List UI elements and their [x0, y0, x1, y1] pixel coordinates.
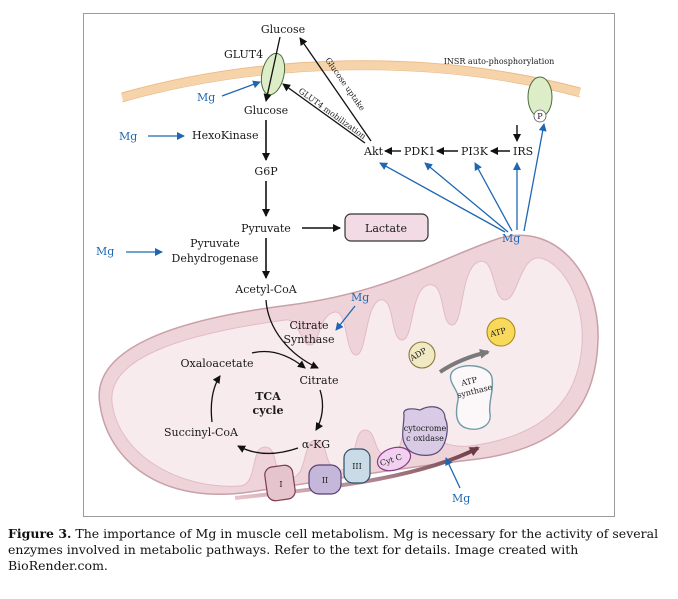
mg-to-cytochrome-oxidase-arrow [445, 457, 461, 489]
mg-to-pi3k-arrow [474, 162, 513, 232]
g6p-label: G6P [254, 165, 278, 178]
atp-label: ATP [488, 326, 507, 339]
atp-synthase [449, 365, 494, 430]
caption-figure-label: Figure 3. [8, 526, 72, 541]
insulin-receptor [527, 76, 553, 123]
tca-cycle-title-line2: cycle [253, 404, 284, 417]
complex-ii [308, 464, 342, 495]
mg-label-pdh: Mg [96, 245, 114, 258]
pdh-label-line2: Dehydrogenase [172, 252, 259, 265]
oxaloacetate-label: Oxaloacetate [180, 357, 253, 370]
tca-cycle-title-line1: TCA [255, 390, 281, 403]
figure-caption: Figure 3. The importance of Mg in muscle… [8, 526, 670, 574]
citrate-synthase-line1: Citrate [289, 319, 328, 332]
atp-molecule [486, 317, 516, 347]
irs-label: IRS [513, 145, 533, 158]
mg-label-signaling: Mg [502, 232, 520, 245]
pdh-label-line1: Pyruvate [190, 237, 240, 250]
succinylcoa-to-oxaloacetate-arrow [210, 375, 221, 423]
caption-text: The importance of Mg in muscle cell meta… [8, 526, 659, 573]
akt-label: Akt [363, 145, 384, 158]
alphakg-to-succinylcoa-arrow [237, 445, 299, 455]
mg-label-citrate-synthase: Mg [351, 291, 369, 304]
adp-molecule [408, 341, 436, 369]
glucose-entry-arrow [263, 36, 281, 102]
acetylcoa-to-citrate-arrow [265, 299, 319, 369]
atp-synthase-line1: ATP [459, 375, 478, 388]
pyruvate-label: Pyruvate [241, 222, 291, 235]
mg-to-pdk1-arrow [424, 162, 509, 233]
complex-iii-label: III [352, 462, 361, 471]
citrate-synthase-line2: Synthase [283, 333, 334, 346]
complex-iii [343, 448, 371, 484]
citrate-to-alphakg-arrow [315, 389, 324, 431]
complex-i [264, 464, 296, 502]
succinyl-coa-label: Succinyl-CoA [164, 426, 239, 439]
complex-ii-label: II [322, 476, 328, 485]
glut4-mobilization-arrow [282, 83, 366, 144]
mg-to-citrate-synthase-arrow [335, 305, 356, 331]
glucose-uptake-arrow [299, 37, 372, 142]
oxaloacetate-to-citrate-arrow [251, 350, 306, 369]
mg-to-glut4-arrow [221, 80, 261, 97]
glut4-label: GLUT4 [224, 48, 263, 61]
cytochrome-c [376, 446, 412, 472]
mg-to-insr-arrow [523, 123, 547, 232]
cytochrome-oxidase-line2: c oxidase [406, 434, 444, 443]
cell-membrane [120, 60, 582, 103]
glucose-intracellular: Glucose [244, 104, 288, 117]
alpha-kg-label: α-KG [302, 438, 330, 451]
pi3k-label: PI3K [461, 145, 489, 158]
citrate-label: Citrate [299, 374, 338, 387]
glucose-extracellular: Glucose [261, 23, 305, 36]
mg-label-etc: Mg [452, 492, 470, 505]
cytochrome-oxidase-line1: cytocrome [404, 424, 447, 433]
complex-i-label: I [279, 480, 282, 489]
mitochondrion-cristae [111, 257, 583, 487]
lactate-box [344, 213, 429, 242]
hexokinase-label: HexoKinase [192, 129, 258, 142]
lactate-label: Lactate [365, 222, 407, 235]
mg-label-hexokinase: Mg [119, 130, 137, 143]
acetyl-coa-label: Acetyl-CoA [234, 283, 298, 296]
pdk1-label: PDK1 [404, 145, 435, 158]
insr-label: INSR auto-phosphorylation [444, 57, 555, 66]
cytochrome-c-oxidase [402, 406, 448, 456]
mg-to-akt-arrow [379, 162, 506, 233]
mg-label-glut4: Mg [197, 91, 215, 104]
adp-to-atp-arrow [438, 348, 490, 374]
phosphate-label: P [537, 112, 543, 121]
